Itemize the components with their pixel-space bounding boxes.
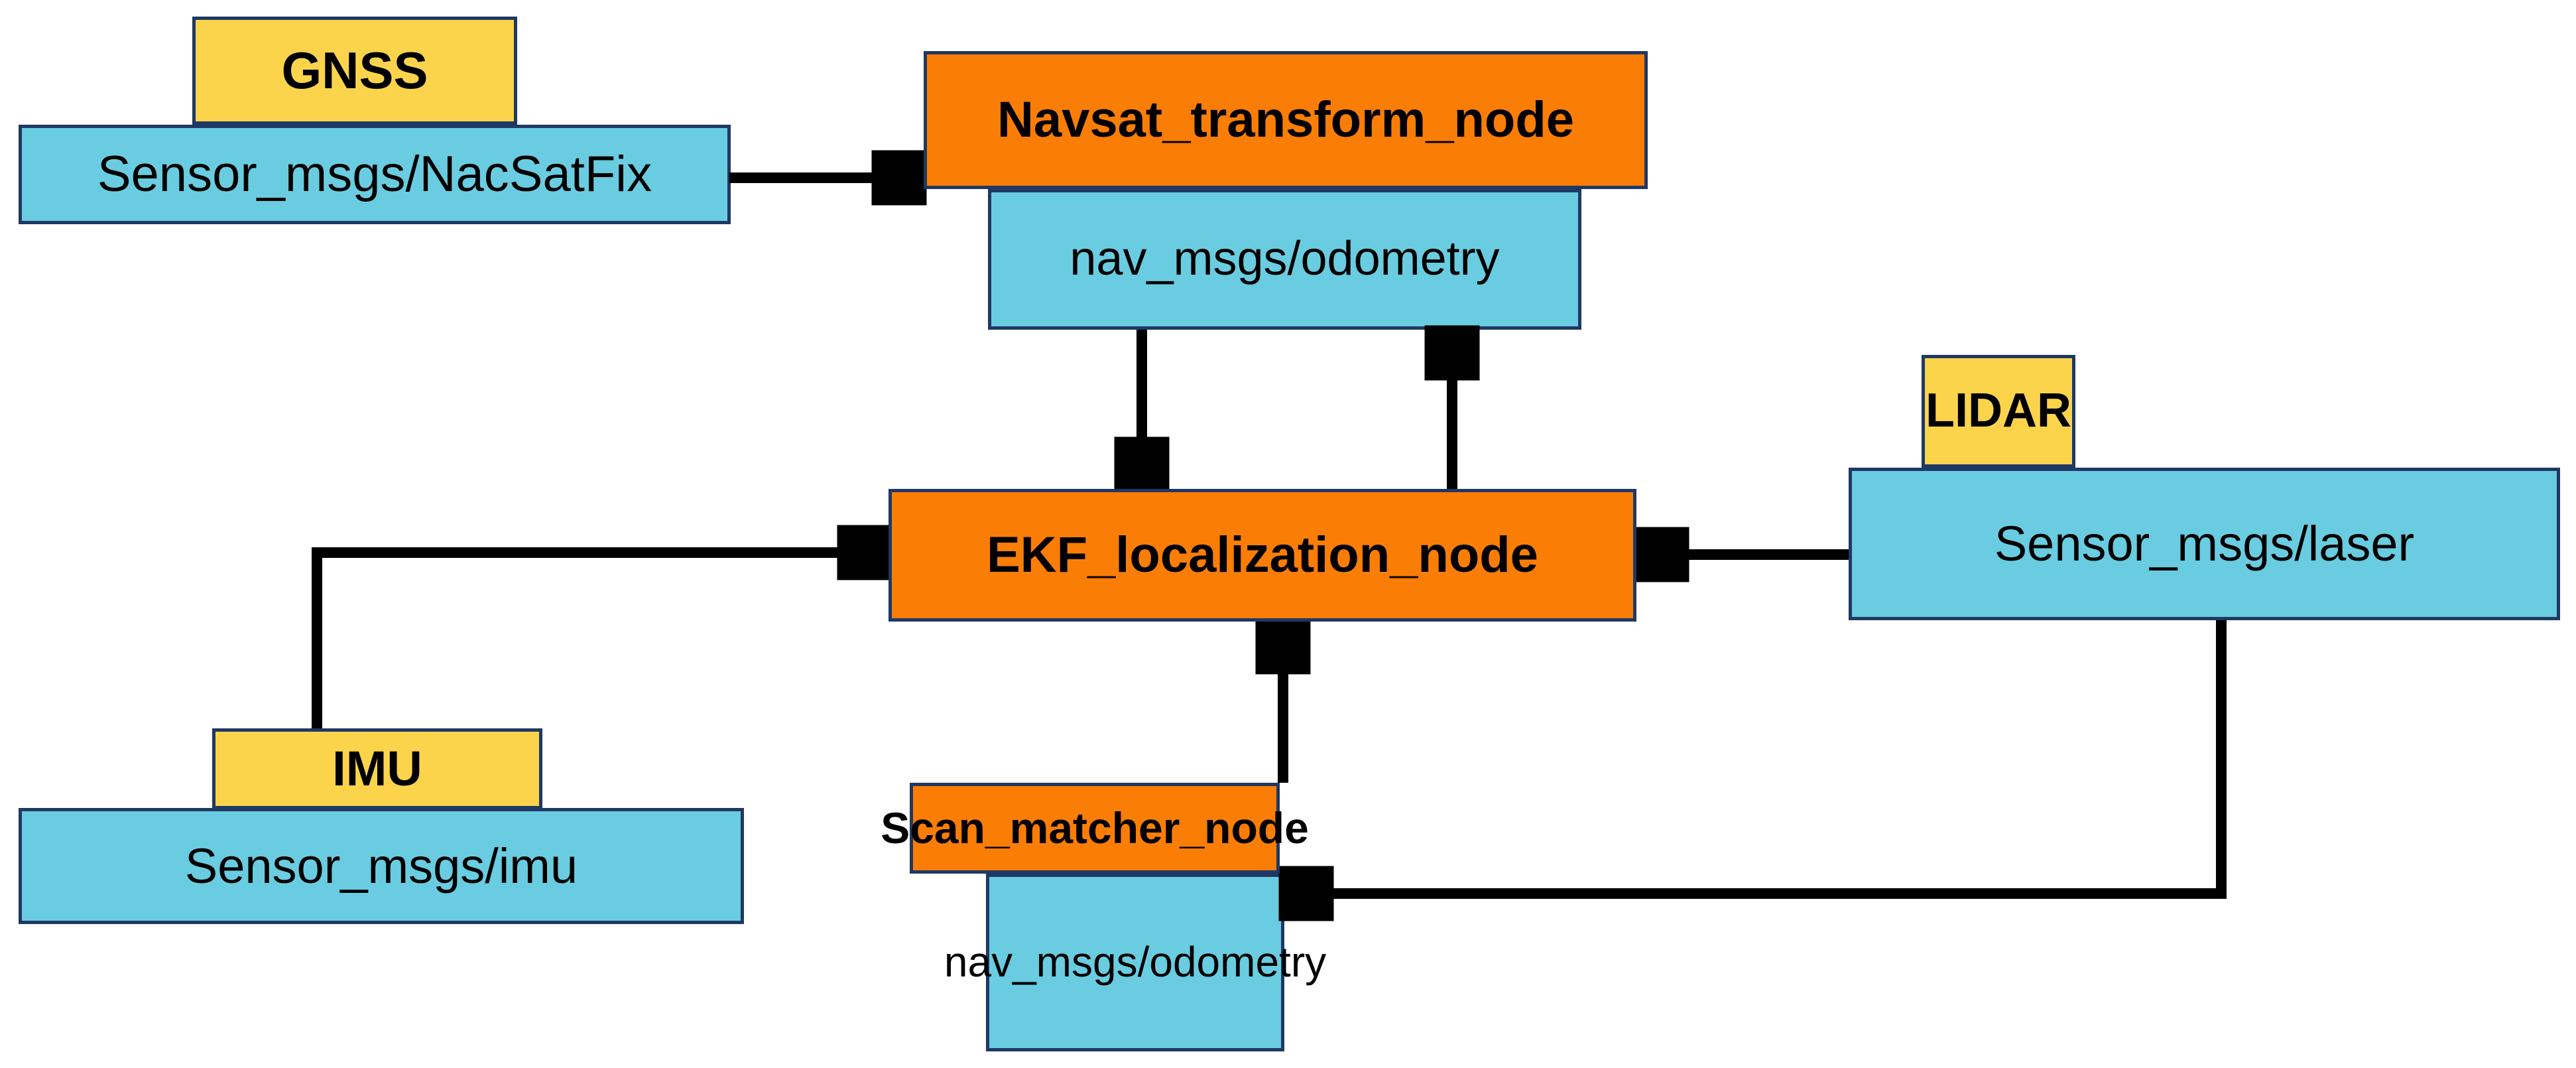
- imu-sensor-label-text: IMU: [332, 741, 422, 797]
- imu-sensor-label[interactable]: IMU: [212, 728, 542, 809]
- ekf-localization-node-label: EKF_localization_node: [987, 527, 1538, 584]
- navsat-transform-node-label: Navsat_transform_node: [997, 92, 1575, 149]
- gnss-topic-text: Sensor_msgs/NacSatFix: [97, 146, 652, 203]
- edge-lidar-to-scanmatcher: [1286, 620, 2227, 894]
- gnss-topic-box[interactable]: Sensor_msgs/NacSatFix: [19, 125, 731, 224]
- gnss-sensor-label[interactable]: GNSS: [192, 17, 517, 125]
- scan-matcher-node-label: Scan_matcher_node: [881, 803, 1309, 852]
- navsat-transform-node[interactable]: Navsat_transform_node: [924, 51, 1648, 189]
- lidar-topic-box[interactable]: Sensor_msgs/laser: [1849, 468, 2560, 620]
- lidar-topic-text: Sensor_msgs/laser: [1994, 516, 2415, 572]
- navsat-odometry-topic-box[interactable]: nav_msgs/odometry: [988, 189, 1581, 330]
- lidar-sensor-label[interactable]: LIDAR: [1922, 355, 2075, 468]
- ekf-localization-node[interactable]: EKF_localization_node: [889, 489, 1636, 622]
- edge-imu-to-ekf: [312, 553, 885, 730]
- imu-topic-text: Sensor_msgs/imu: [184, 838, 578, 894]
- navsat-odometry-topic-text: nav_msgs/odometry: [1070, 232, 1500, 286]
- gnss-sensor-label-text: GNSS: [281, 40, 428, 100]
- scan-matcher-node[interactable]: Scan_matcher_node: [881, 783, 1309, 874]
- scan-matcher-odometry-topic-box[interactable]: nav_msgs/odometry: [944, 874, 1326, 1051]
- scan-matcher-odometry-topic-text: nav_msgs/odometry: [944, 938, 1327, 986]
- imu-topic-box[interactable]: Sensor_msgs/imu: [19, 808, 744, 924]
- lidar-sensor-label-text: LIDAR: [1926, 384, 2071, 438]
